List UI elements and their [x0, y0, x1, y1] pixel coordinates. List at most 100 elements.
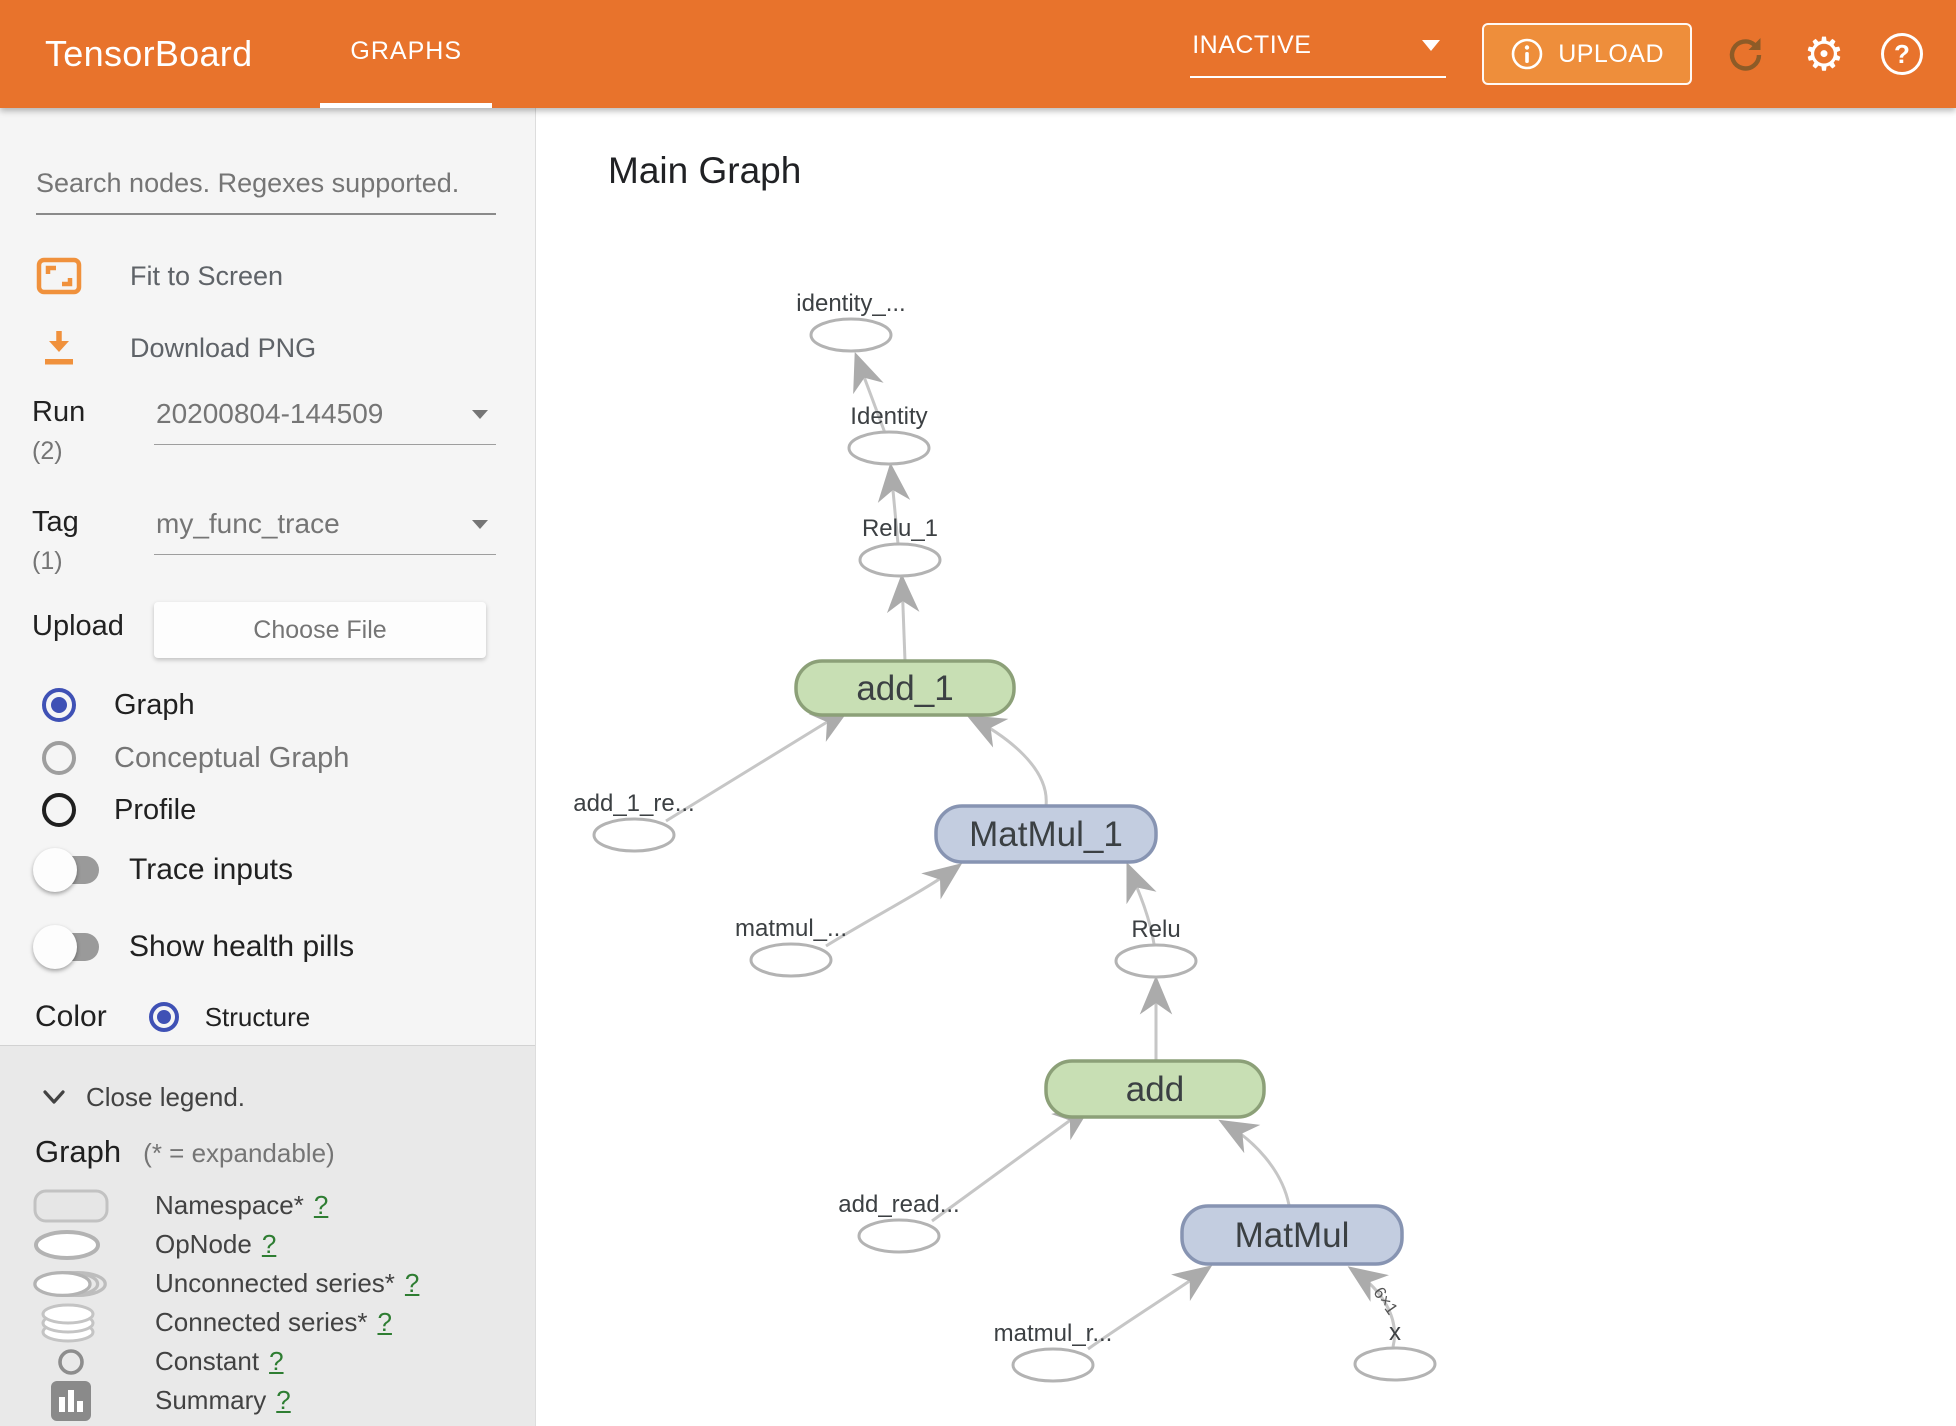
view-option-conceptual-graph[interactable]: Conceptual Graph [42, 735, 349, 781]
op-node-label-identity-trunc: identity_... [796, 290, 905, 317]
page-title: Main Graph [608, 150, 802, 191]
legend-label: Namespace* [155, 1190, 304, 1220]
legend-label: Summary [155, 1385, 267, 1415]
help-link[interactable]: ? [404, 1268, 420, 1298]
download-png-label: Download PNG [130, 332, 317, 363]
legend-title: Graph [35, 1134, 122, 1169]
legend-item-constant: Constant ? [0, 1342, 535, 1381]
view-option-label: Profile [114, 793, 197, 826]
block-node-label-add-1: add_1 [856, 669, 953, 708]
legend-item-summary: Summary ? [0, 1380, 535, 1421]
color-structure-label: Structure [204, 1001, 311, 1032]
app-header: TensorBoard GRAPHS INACTIVE UPLOAD ⚙ ? [0, 0, 1956, 108]
unconnected-series-icon [33, 1270, 107, 1297]
download-png-button[interactable]: Download PNG [36, 320, 316, 376]
help-link[interactable]: ? [377, 1307, 392, 1337]
view-option-profile[interactable]: Profile [42, 787, 196, 833]
help-link[interactable]: ? [313, 1190, 329, 1220]
block-node-label-matmul-1: MatMul_1 [969, 815, 1123, 854]
chevron-down-icon [472, 409, 488, 419]
op-node-label-relu-1: Relu_1 [862, 515, 938, 542]
help-link[interactable]: ? [269, 1346, 284, 1376]
chevron-down-icon [1422, 39, 1441, 51]
search-input[interactable] [36, 158, 496, 215]
op-node-relu[interactable] [1114, 943, 1198, 979]
block-node-add[interactable] [1044, 1059, 1266, 1119]
choose-file-button[interactable]: Choose File [154, 602, 486, 658]
op-node-label-add-1-read: add_1_re... [573, 790, 694, 817]
block-node-label-add: add [1126, 1070, 1184, 1109]
block-node-add-1[interactable] [794, 659, 1016, 717]
graph-edge [966, 714, 1048, 807]
gear-icon: ⚙ [1803, 27, 1845, 81]
view-option-label: Conceptual Graph [114, 741, 350, 774]
run-label: Run [32, 396, 86, 428]
help-button[interactable]: ? [1878, 30, 1926, 78]
refresh-icon [1729, 38, 1762, 71]
graph-edge [1126, 862, 1157, 945]
graph-edge [853, 351, 887, 434]
tag-select[interactable]: my_func_trace [154, 508, 496, 555]
constant-icon [58, 1348, 84, 1375]
show-health-pills-toggle[interactable]: Show health pills [33, 923, 354, 971]
graph-edge [877, 462, 911, 545]
help-icon: ? [1881, 33, 1923, 75]
legend-label: Constant [155, 1346, 260, 1376]
upload-label: Upload [32, 610, 124, 642]
op-node-x[interactable] [1353, 1346, 1437, 1382]
info-icon [1511, 38, 1543, 70]
op-node-identity[interactable] [847, 430, 931, 466]
view-option-label: Graph [114, 688, 195, 721]
legend-item-namespace: Namespace* ? [0, 1186, 535, 1225]
op-node-matmul-read[interactable] [1011, 1347, 1095, 1383]
fit-to-screen-button[interactable]: Fit to Screen [36, 248, 283, 304]
op-node-identity-trunc[interactable] [809, 317, 893, 353]
op-node-matmul-read-1[interactable] [749, 942, 833, 978]
graph-edge [825, 863, 963, 948]
help-link[interactable]: ? [261, 1229, 277, 1259]
status-dropdown[interactable]: INACTIVE [1190, 31, 1447, 78]
upload-button[interactable]: UPLOAD [1482, 23, 1692, 85]
fit-to-screen-icon [36, 257, 82, 295]
sidebar: Fit to Screen Download PNG Run (2) 20200… [0, 108, 536, 1426]
view-option-graph[interactable]: Graph [42, 682, 195, 728]
namespace-icon [33, 1189, 109, 1222]
connected-series-icon [41, 1303, 95, 1342]
tag-select-value: my_func_trace [156, 508, 340, 539]
fit-to-screen-label: Fit to Screen [130, 260, 284, 291]
close-legend-label: Close legend. [86, 1082, 245, 1112]
tab-graphs[interactable]: GRAPHS [320, 0, 493, 108]
color-label: Color [35, 1000, 107, 1033]
block-node-matmul[interactable] [1180, 1204, 1404, 1266]
legend-item-unconnected-series: Unconnected series* ? [0, 1264, 535, 1303]
help-link[interactable]: ? [276, 1385, 291, 1415]
summary-icon [51, 1380, 91, 1421]
legend-label: OpNode [155, 1229, 252, 1259]
trace-inputs-toggle[interactable]: Trace inputs [33, 846, 293, 894]
op-node-label-add-read: add_read... [838, 1191, 959, 1218]
color-structure-radio[interactable] [148, 1002, 179, 1032]
upload-button-label: UPLOAD [1558, 39, 1664, 68]
graph-edge [886, 573, 920, 662]
settings-button[interactable]: ⚙ [1800, 30, 1848, 78]
opnode-icon [34, 1229, 100, 1260]
run-select-value: 20200804-144509 [156, 398, 384, 429]
op-node-add-1-read[interactable] [592, 817, 676, 853]
op-node-label-identity: Identity [850, 403, 927, 430]
refresh-button[interactable] [1722, 30, 1770, 78]
tag-count: (1) [32, 547, 63, 575]
graph-edge [665, 707, 851, 823]
op-node-relu-1[interactable] [858, 542, 942, 578]
legend-item-connected-series: Connected series* ? [0, 1303, 535, 1342]
tag-label: Tag [32, 506, 79, 538]
legend-panel: Close legend. Graph (* = expandable) Nam… [0, 1045, 535, 1426]
op-node-add-read[interactable] [857, 1218, 941, 1254]
close-legend-button[interactable]: Close legend. [40, 1082, 245, 1113]
show-health-pills-label: Show health pills [129, 930, 355, 963]
block-node-matmul-1[interactable] [934, 804, 1158, 864]
op-node-label-relu: Relu [1131, 916, 1180, 943]
graph-edge [1087, 1265, 1213, 1351]
legend-item-opnode: OpNode ? [0, 1225, 535, 1264]
run-select[interactable]: 20200804-144509 [154, 398, 496, 445]
